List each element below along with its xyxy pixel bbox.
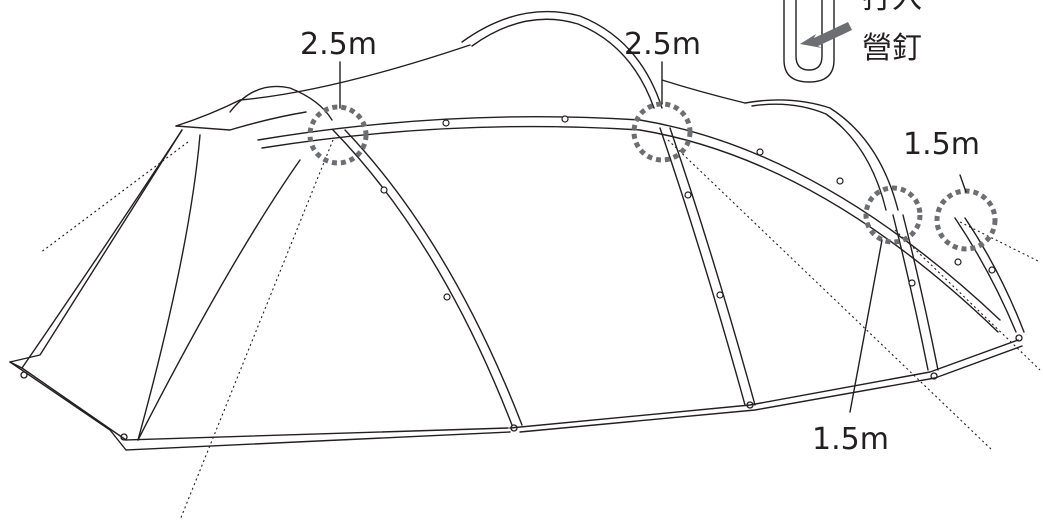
- stake-point: [120, 433, 128, 441]
- pole-clips: [380, 115, 996, 301]
- front-pole-outer: [332, 129, 513, 426]
- rear-arch-inner: [751, 103, 887, 211]
- back-pole-outer: [954, 217, 1017, 333]
- pole-clip: [716, 291, 724, 299]
- arrow-icon: [800, 22, 852, 48]
- middle-arch-inner: [471, 18, 655, 109]
- guy-out-marker: [307, 104, 369, 166]
- stake-points: [20, 334, 1023, 441]
- stake-legend: 打入 營釘: [783, 0, 922, 83]
- guy-line-left: [39, 141, 189, 254]
- groundsheet-front-edge: [9, 361, 511, 451]
- leader-line: [959, 174, 967, 193]
- middle-pole-outer: [659, 127, 746, 406]
- leader-lines: [339, 61, 967, 413]
- front-pole-inner: [344, 129, 523, 426]
- pole-clip: [988, 266, 996, 274]
- front-pole-left: [137, 159, 301, 441]
- stake-point: [930, 372, 938, 380]
- label-front-left: 2.5m: [300, 27, 377, 62]
- groundsheet-left: [9, 129, 183, 363]
- ridge-band-upper: [257, 116, 1001, 321]
- ridge-band-lower: [261, 125, 999, 333]
- label-rear-top: 1.5m: [903, 127, 980, 162]
- stake-point: [20, 371, 28, 379]
- legend-line-2: 營釘: [862, 31, 922, 66]
- base-line: [509, 339, 1019, 429]
- leader-line: [849, 239, 883, 413]
- pole-clip: [684, 191, 692, 199]
- rear-arch-outer: [744, 99, 899, 211]
- pole-clip: [908, 279, 916, 287]
- pole-clip: [561, 115, 569, 123]
- guy-lines: [39, 139, 1041, 521]
- back-pole-inner: [964, 217, 1025, 333]
- fly-ridge: [175, 44, 471, 127]
- stake-point: [510, 424, 518, 432]
- pole-clip: [954, 258, 962, 266]
- label-rear-bottom: 1.5m: [812, 422, 889, 457]
- pole-clip: [756, 148, 764, 156]
- rear-pole-inner: [902, 214, 939, 371]
- groundsheet-front: [9, 361, 509, 441]
- legend-line-1: 打入: [862, 0, 922, 16]
- guy-out-marker: [863, 185, 923, 245]
- stake-icon: [783, 0, 835, 83]
- fly-shoulder: [661, 79, 746, 104]
- guy-line-rear-1: [894, 229, 1041, 371]
- pole-clip: [380, 186, 388, 194]
- middle-pole-inner: [669, 127, 756, 406]
- front-door-right: [137, 134, 201, 441]
- pole-clip: [836, 177, 844, 185]
- pole-clip: [443, 293, 451, 301]
- label-front-right: 2.5m: [624, 27, 701, 62]
- base-line-lower: [519, 345, 1023, 433]
- front-hood: [229, 85, 333, 121]
- pole-clip: [442, 119, 450, 127]
- guy-out-markers: [307, 101, 998, 252]
- stake-point: [746, 401, 754, 409]
- middle-arch-outer: [461, 10, 663, 109]
- rear-pole-outer: [892, 214, 929, 371]
- hood-flap: [175, 111, 307, 131]
- stake-point: [1015, 334, 1023, 342]
- stake-icon-inner: [795, 0, 823, 71]
- guy-out-marker: [631, 101, 693, 163]
- front-door-left: [21, 129, 183, 369]
- guy-line-front-down: [179, 139, 334, 521]
